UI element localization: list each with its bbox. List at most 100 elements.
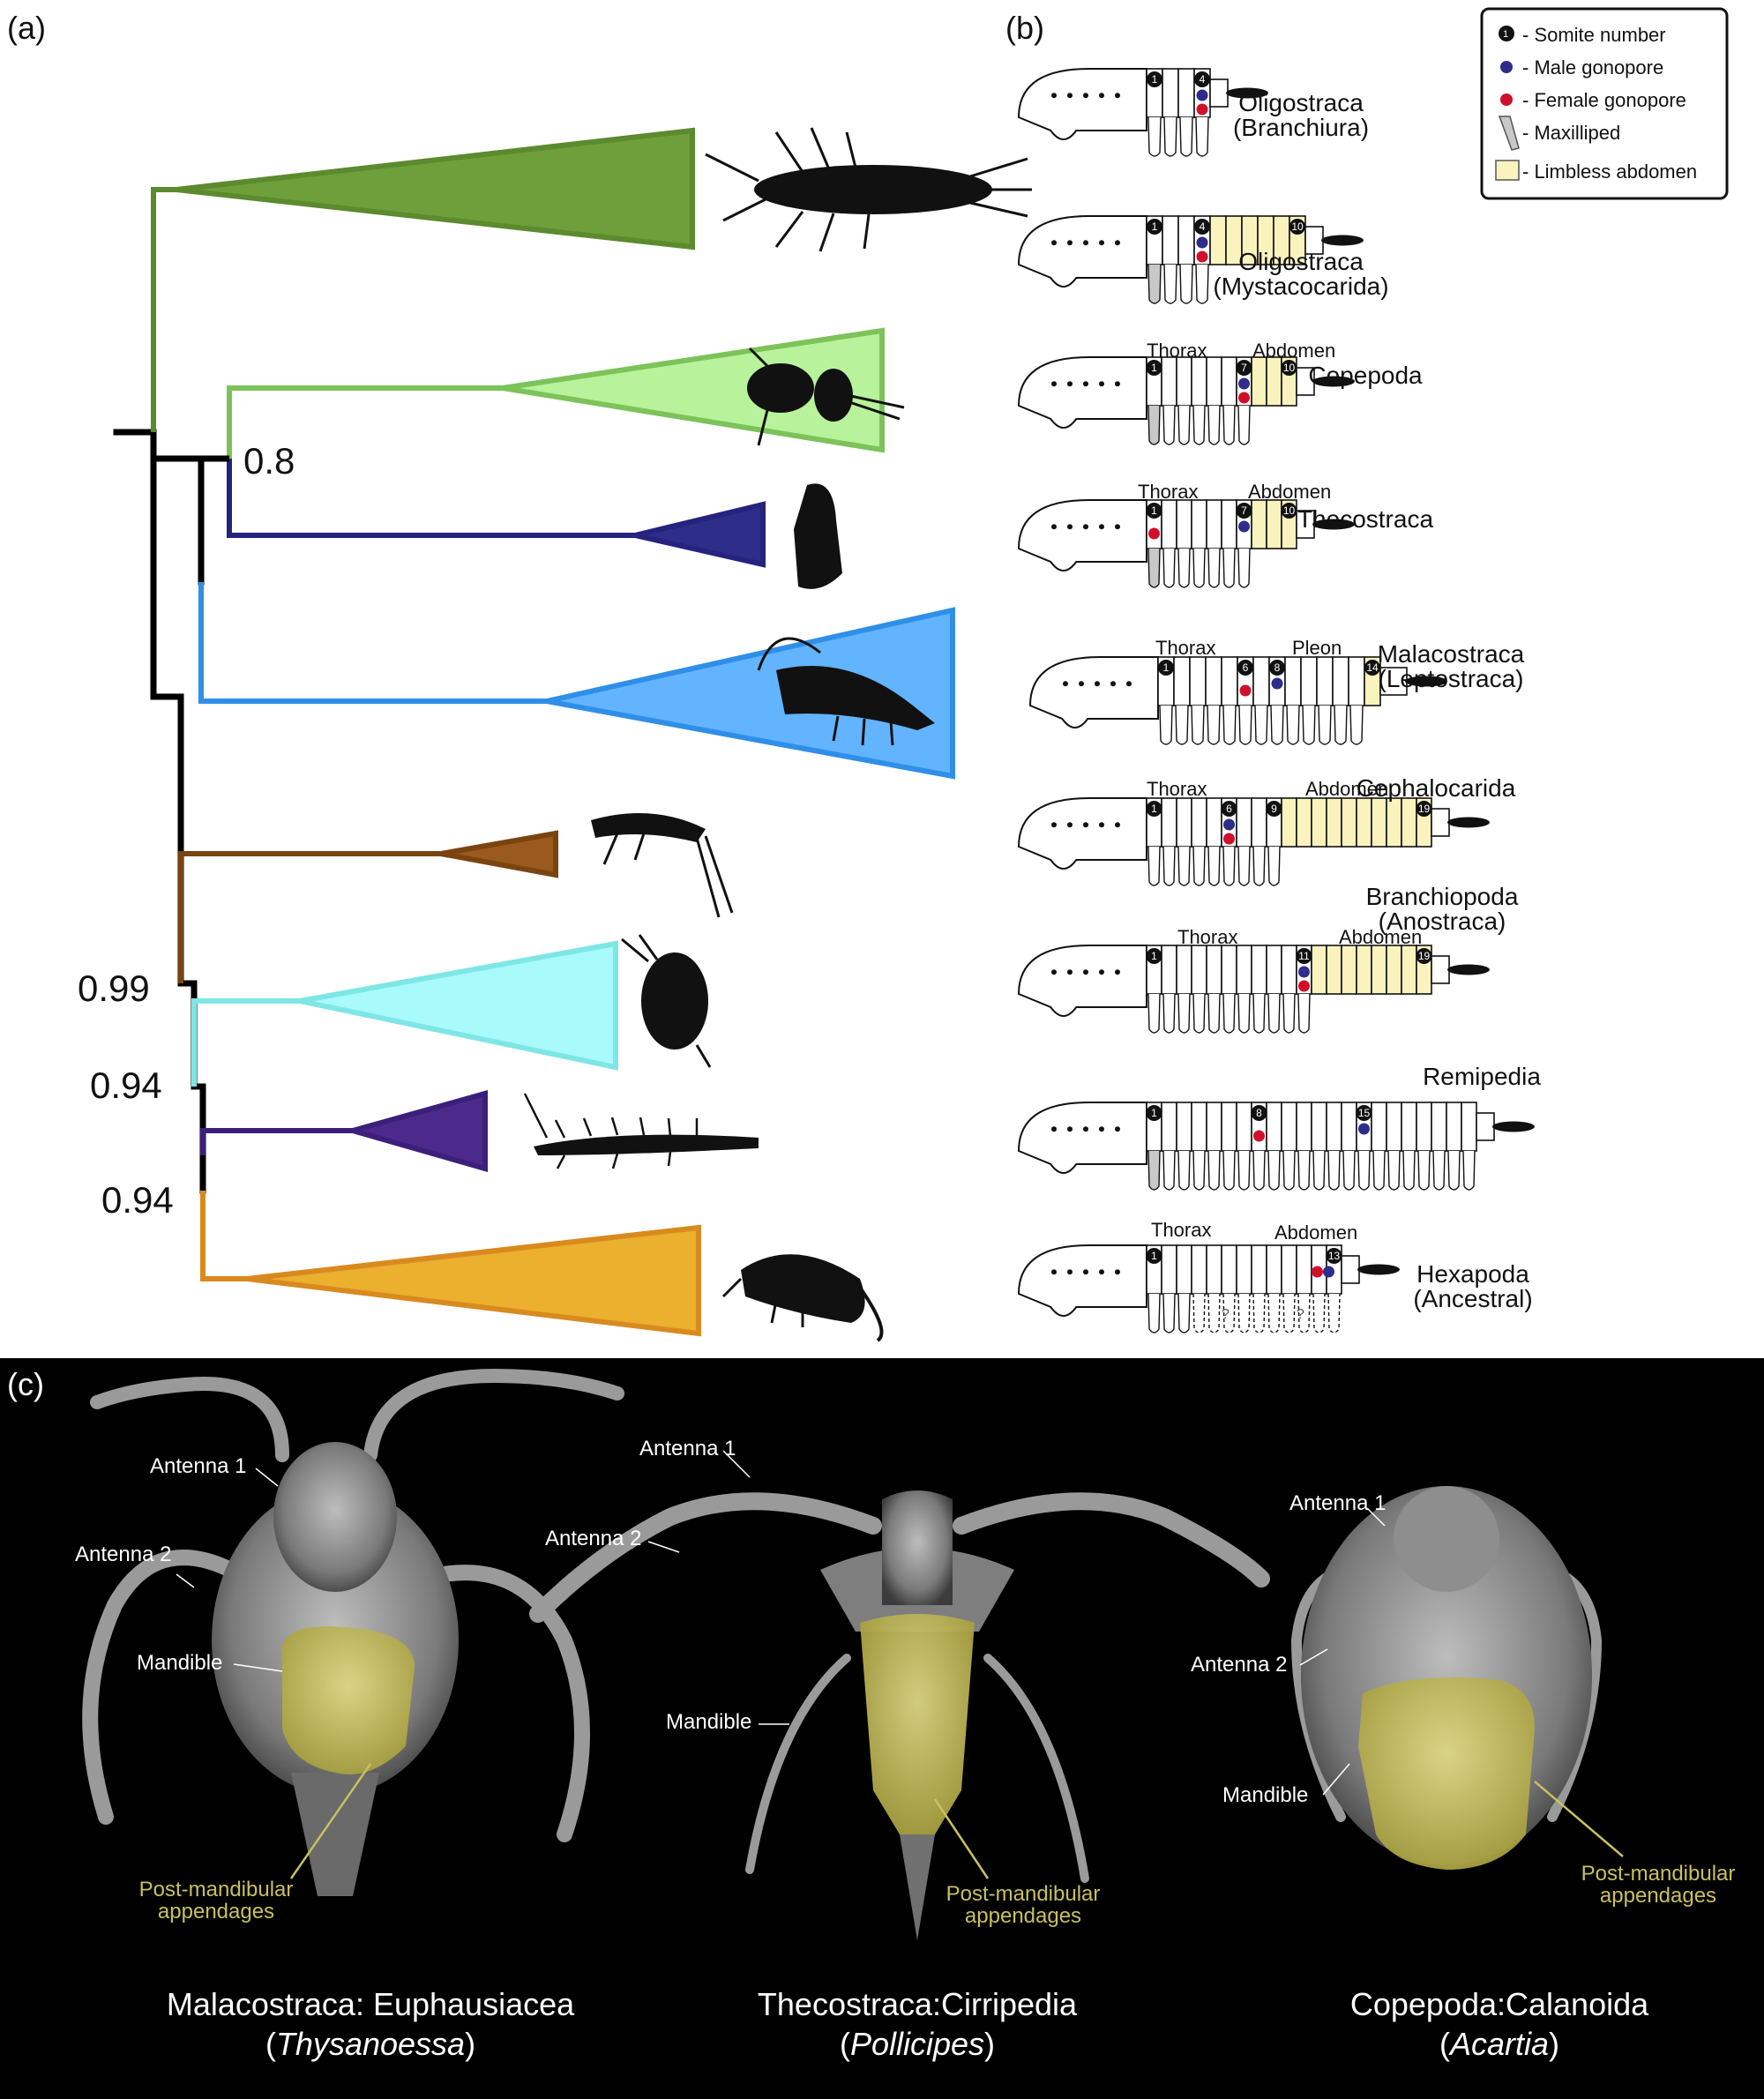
telson (1357, 1264, 1400, 1275)
region-label: Abdomen (1339, 926, 1422, 948)
leg (1297, 993, 1311, 1034)
leg (1222, 846, 1236, 886)
leg (1432, 1150, 1446, 1191)
somite-badge (1266, 801, 1282, 817)
antenna-1-label: Antenna 1 (1289, 1491, 1386, 1515)
thorax-somite (1416, 1102, 1432, 1152)
thorax-somite (1206, 945, 1222, 995)
thorax-somite (1206, 797, 1222, 848)
thorax-somite (1326, 1102, 1342, 1152)
region-label: Thorax (1151, 1219, 1211, 1241)
branch-branchiopoda (191, 998, 300, 1087)
abdomen-somite (1311, 945, 1327, 995)
male-gonopore (1238, 377, 1250, 390)
telson (1321, 235, 1364, 246)
thorax-somite (1176, 1244, 1192, 1295)
thorax-somite (1176, 1102, 1192, 1152)
region-label: Thorax (1147, 340, 1207, 362)
thorax-somite (1221, 356, 1237, 407)
somite-number: 11 (1298, 950, 1310, 962)
taxon-name: Copepoda (1308, 362, 1423, 389)
maxilliped (1147, 548, 1161, 588)
specimen-title: Thecostraca:Cirripedia (758, 1986, 1078, 2022)
branch-cephalocarida (178, 851, 441, 983)
barnacle-silhouette (794, 483, 842, 589)
leg (1237, 405, 1251, 445)
somite-number: 10 (1283, 504, 1296, 517)
thorax-somite (1296, 1244, 1312, 1295)
leg (1254, 705, 1268, 745)
somite-badge (1236, 360, 1252, 376)
somite-number: 1 (1151, 504, 1157, 517)
leg (1177, 1150, 1191, 1191)
thorax-somite (1221, 656, 1238, 706)
leg (1175, 705, 1189, 745)
thorax-somite (1266, 945, 1282, 995)
female-gonopore (1312, 1266, 1323, 1278)
region-label: Thorax (1138, 481, 1198, 503)
abdomen-somite (1386, 945, 1402, 995)
specimen-title: Copepoda:Calanoida (1350, 1986, 1649, 2022)
legend-abdomen: - Limbless abdomen (1522, 161, 1697, 183)
somite-number: 1 (1151, 362, 1157, 374)
thorax-somite (1206, 1102, 1222, 1152)
clade-remipedia (342, 1090, 488, 1172)
branch-thecostraca (227, 459, 635, 538)
leg (1147, 116, 1162, 157)
thorax-somite (1386, 1102, 1402, 1152)
somite-badge (1146, 360, 1162, 376)
somite-badge (1147, 219, 1162, 235)
thorax-somite (1221, 1244, 1237, 1295)
leg (1207, 1293, 1221, 1333)
thorax-somite (1176, 797, 1192, 848)
taxon-name: Branchiopoda (1366, 883, 1519, 910)
thorax-somite (1284, 656, 1302, 706)
abdomen-somite (1266, 499, 1282, 549)
somite-number: 15 (1358, 1107, 1371, 1119)
leg (1270, 705, 1284, 745)
leg (1162, 846, 1176, 886)
somite-badge (1146, 801, 1162, 817)
thorax-somite (1206, 356, 1222, 407)
thorax-somite (1205, 656, 1222, 706)
somite-badge (1281, 503, 1297, 519)
clade-triangles (176, 127, 955, 1337)
thorax-somite (1251, 945, 1267, 995)
taxon-subname: (Branchiura) (1233, 114, 1369, 141)
thorax-somite (1161, 1102, 1177, 1152)
maxilliped (1147, 1150, 1161, 1191)
water-flea-silhouette (621, 934, 712, 1068)
female-gonopore (1148, 527, 1160, 540)
antenna-2-label: Antenna 2 (545, 1527, 641, 1550)
leg (1237, 1150, 1251, 1191)
leg (1447, 1150, 1461, 1191)
leg (1238, 705, 1252, 745)
leg (1462, 1150, 1476, 1191)
somite-badge (1296, 948, 1312, 964)
clade-cephalocarida (440, 830, 558, 878)
support-value: 0.94 (101, 1179, 174, 1221)
thorax-somite (1281, 945, 1297, 995)
leg (1207, 705, 1221, 745)
leg (1312, 1293, 1326, 1333)
branch-malacostraca (198, 582, 547, 704)
abdomen-somite (1281, 797, 1297, 848)
sem-specimen-thysanoessa (82, 1368, 624, 1896)
clade-silhouettes (523, 127, 1032, 1342)
sem-specimen-pollicipes (529, 1490, 1270, 1940)
leg (1222, 1293, 1236, 1333)
leg (1195, 264, 1209, 304)
thorax-somite (1401, 1102, 1417, 1152)
telson (1312, 376, 1355, 387)
taxon-name: Thecostraca (1297, 505, 1433, 533)
taxon-name: Oligostraca (1238, 248, 1364, 275)
thorax-somite (1461, 1102, 1477, 1152)
somite-badge (1251, 1105, 1267, 1121)
female-gonopore (1238, 392, 1250, 404)
somite-badge (1416, 801, 1432, 817)
specimen-genus: (Pollicipes) (840, 2026, 995, 2062)
thorax-somite (1191, 797, 1207, 848)
leg (1192, 993, 1206, 1034)
